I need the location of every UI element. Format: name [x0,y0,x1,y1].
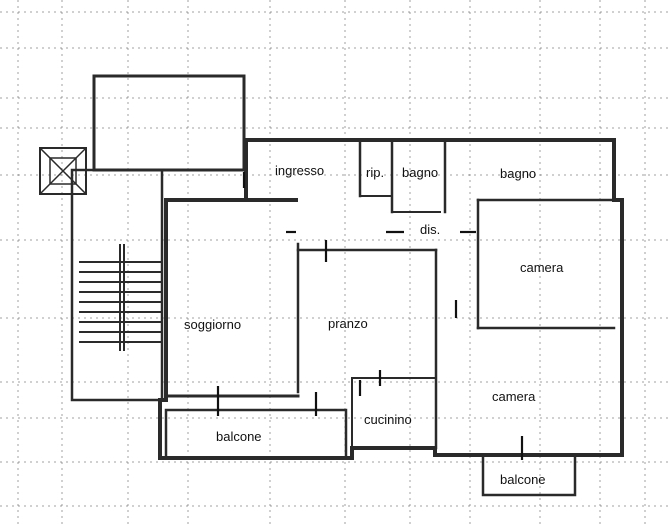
stairwell [38,74,246,402]
label-camera-2: camera [492,389,536,404]
label-camera-1: camera [520,260,564,275]
label-soggiorno: soggiorno [184,317,241,332]
label-pranzo: pranzo [328,316,368,331]
label-cucinino: cucinino [364,412,412,427]
interior-walls [164,138,616,450]
label-dis: dis. [420,222,440,237]
stair-treads [79,244,161,351]
label-balcone-1: balcone [216,429,262,444]
room-labels: ingresso rip. bagno bagno dis. camera so… [184,163,564,487]
label-bagno-1: bagno [402,165,438,180]
label-balcone-2: balcone [500,472,546,487]
label-rip: rip. [366,165,384,180]
label-bagno-2: bagno [500,166,536,181]
balconies [164,408,577,497]
label-ingresso: ingresso [275,163,324,178]
door-marks [216,172,524,460]
